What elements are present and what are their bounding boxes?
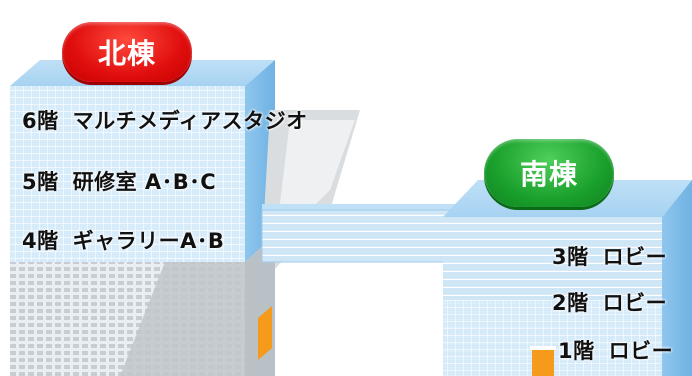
floor-number: 2階 — [552, 291, 589, 315]
bridge-top — [262, 204, 462, 212]
room-name: ギャラリーA･B — [72, 229, 225, 253]
atrium-shadow — [120, 262, 245, 376]
north-floor-4-label: 4階ギャラリーA･B — [22, 225, 224, 255]
north-floor-6-label: 6階マルチメディアスタジオ — [22, 105, 308, 135]
room-name: ロビー — [602, 291, 668, 315]
room-name: ロビー — [602, 245, 668, 269]
south-floor-1-label: 1階ロビー — [558, 335, 673, 365]
south-floor-2-label: 2階ロビー — [552, 287, 667, 317]
floor-number: 5階 — [22, 170, 59, 194]
north-building-badge: 北棟 — [62, 22, 192, 82]
south-door-frame — [530, 346, 556, 350]
floor-number: 4階 — [22, 229, 59, 253]
floor-number: 3階 — [552, 245, 589, 269]
room-name: 研修室 A･B･C — [72, 170, 217, 194]
room-name: ロビー — [608, 339, 674, 363]
floor-number: 1階 — [558, 339, 595, 363]
bridge — [262, 210, 452, 262]
north-facade-upper — [10, 86, 245, 262]
south-side — [662, 180, 692, 376]
south-door — [532, 348, 554, 376]
south-floor-3-label: 3階ロビー — [552, 241, 667, 271]
room-name: マルチメディアスタジオ — [72, 109, 308, 133]
north-door — [258, 306, 272, 360]
north-floor-5-label: 5階研修室 A･B･C — [22, 166, 216, 196]
floor-number: 6階 — [22, 109, 59, 133]
south-building-badge: 南棟 — [484, 139, 614, 207]
